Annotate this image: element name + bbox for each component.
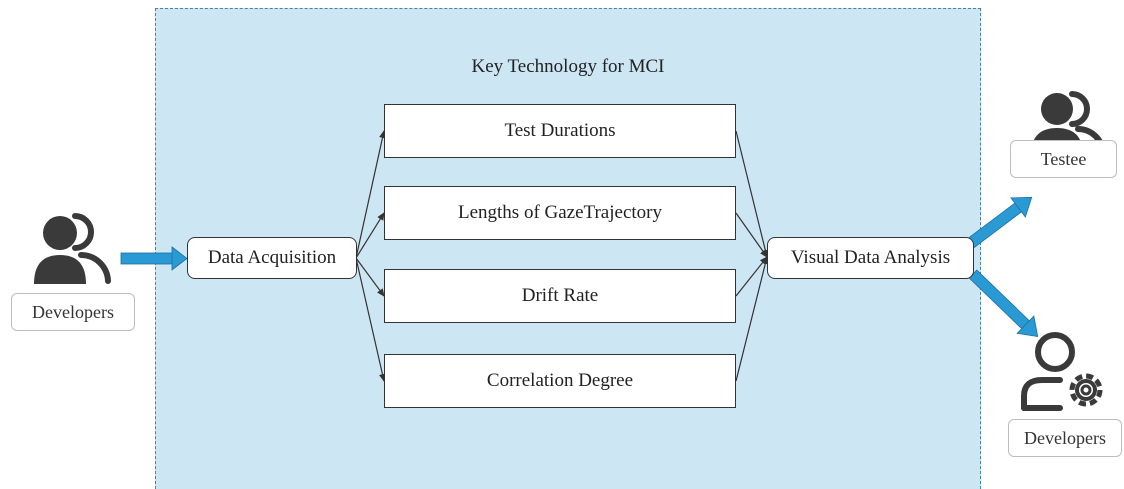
metric-node-gaze-trajectory-length: Lengths of GazeTrajectory bbox=[384, 186, 736, 240]
developers-right-label: Developers bbox=[1008, 419, 1122, 457]
edge-test-durations-vda bbox=[735, 130, 769, 258]
metric-node-test-durations: Test Durations bbox=[384, 104, 736, 158]
visual-data-analysis-node: Visual Data Analysis bbox=[767, 237, 974, 279]
developers-left-label: Developers bbox=[11, 293, 135, 331]
metric-node-correlation-degree: Correlation Degree bbox=[384, 354, 736, 408]
edge-correlation-vda bbox=[735, 256, 769, 382]
users-icon bbox=[34, 213, 111, 284]
arrow-developers-to-acquisition bbox=[120, 246, 188, 271]
region-title: Key Technology for MCI bbox=[471, 56, 665, 77]
user-gear-icon bbox=[1021, 332, 1103, 411]
edge-acq-correlation bbox=[355, 257, 386, 382]
edge-acq-drift-rate bbox=[355, 257, 385, 297]
arrow-analysis-to-testee bbox=[967, 196, 1033, 248]
edge-gaze-length-vda bbox=[735, 212, 768, 258]
testee-label: Testee bbox=[1010, 140, 1117, 178]
metric-node-drift-rate: Drift Rate bbox=[384, 269, 736, 323]
data-acquisition-node: Data Acquisition bbox=[187, 237, 357, 279]
edge-acq-gaze-length bbox=[355, 212, 385, 259]
edge-drift-rate-vda bbox=[735, 256, 768, 297]
edge-acq-test-durations bbox=[355, 130, 386, 259]
